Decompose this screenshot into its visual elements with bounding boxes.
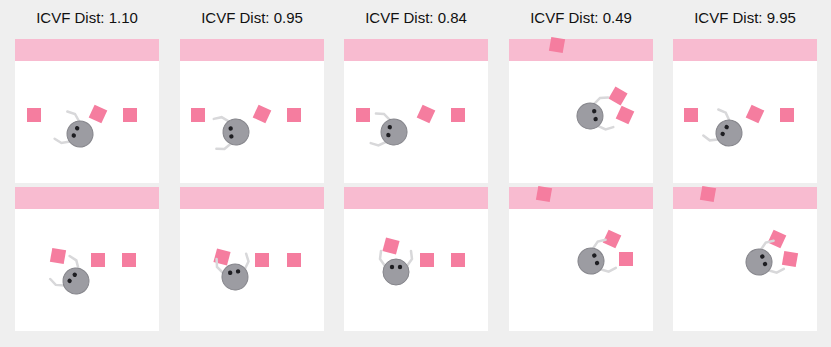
env-frame <box>180 39 324 183</box>
env-frame <box>509 186 653 331</box>
env-frame <box>509 37 653 183</box>
env-frame <box>180 187 324 331</box>
column-title: ICVF Dist: 0.95 <box>201 9 303 26</box>
env-frame <box>15 39 159 183</box>
env-frame <box>673 186 817 331</box>
column-title: ICVF Dist: 1.10 <box>36 9 138 26</box>
env-frame <box>344 187 488 331</box>
env-frame <box>15 187 159 331</box>
column-title: ICVF Dist: 0.84 <box>365 9 467 26</box>
env-frame <box>344 39 488 183</box>
env-frame <box>673 39 817 183</box>
column-title: ICVF Dist: 0.49 <box>530 9 632 26</box>
column-title: ICVF Dist: 9.95 <box>694 9 796 26</box>
